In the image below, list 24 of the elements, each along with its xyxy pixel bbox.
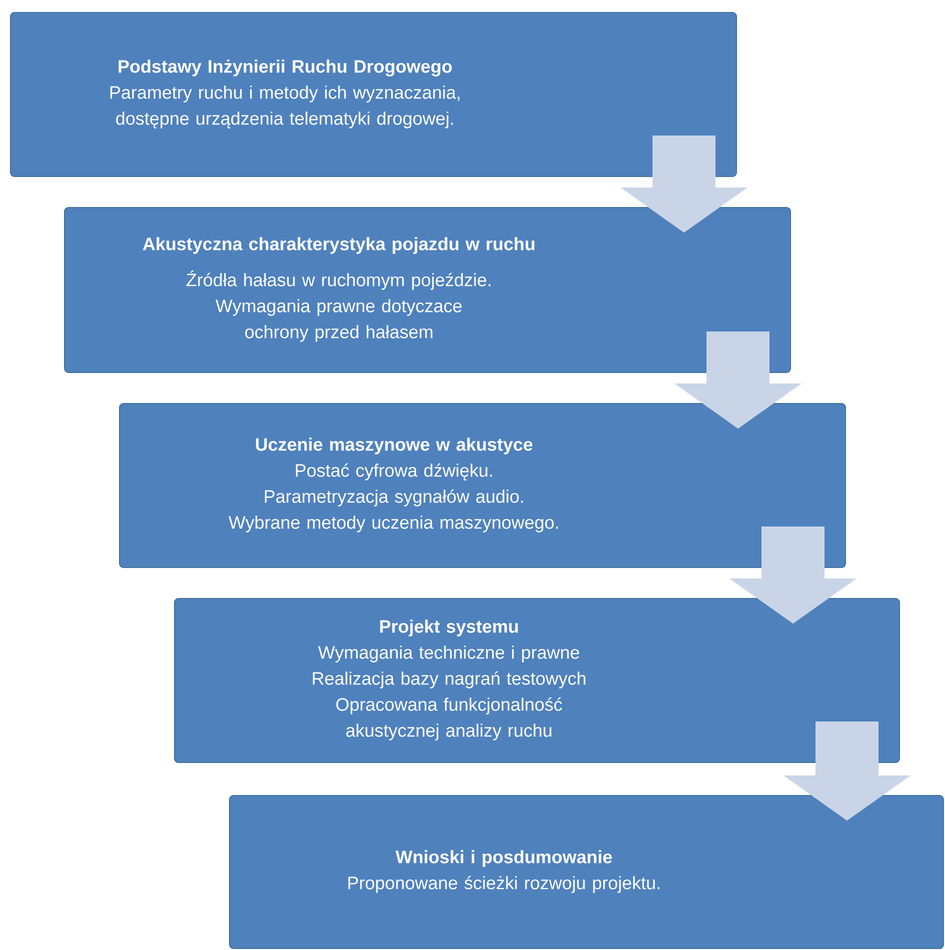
box-text: Parametry ruchu i metody ich wyznaczania, dostępne urządzenia telematyki drogowej. — [110, 86, 460, 128]
arrow — [620, 136, 748, 233]
box-text: Źródła hałasu w ruchomym pojeździe. — [186, 270, 490, 290]
arrow — [729, 526, 857, 624]
box-title: Podstawy Inżynierii Ruchu Drogowego — [118, 60, 452, 76]
process-box — [229, 795, 944, 950]
process-box — [64, 207, 791, 373]
box-title: Projekt systemu — [380, 620, 518, 636]
box-text: Wymagania techniczne i prawne — [318, 646, 580, 662]
process-box — [119, 403, 846, 568]
box-title: Akustyczna charakterystyka pojazdu w ruchu — [142, 237, 534, 254]
box-title: Uczenie maszynowe w akustyce — [256, 438, 532, 454]
process-box — [174, 598, 900, 763]
box-text: Realizacja bazy nagrań testowych — [312, 671, 586, 688]
box-title: Wnioski i posdumowanie — [396, 850, 612, 867]
box-text: Proponowane ścieżki rozwoju projektu. — [348, 876, 660, 893]
box-text: Parametryzacja sygnałów audio. — [264, 489, 523, 506]
box-text: Wymagania prawne dotyczace ochrony przed hałasem — [216, 299, 462, 342]
process-box — [10, 12, 737, 177]
arrow — [783, 722, 911, 821]
box-text: Postać cyfrowa dźwięku. — [296, 463, 492, 480]
arrow — [674, 332, 802, 429]
box-text: Opracowana funkcjonalność akustycznej analizy ruchu — [336, 697, 562, 740]
box-text: Wybrane metody uczenia maszynowego. — [228, 516, 558, 532]
